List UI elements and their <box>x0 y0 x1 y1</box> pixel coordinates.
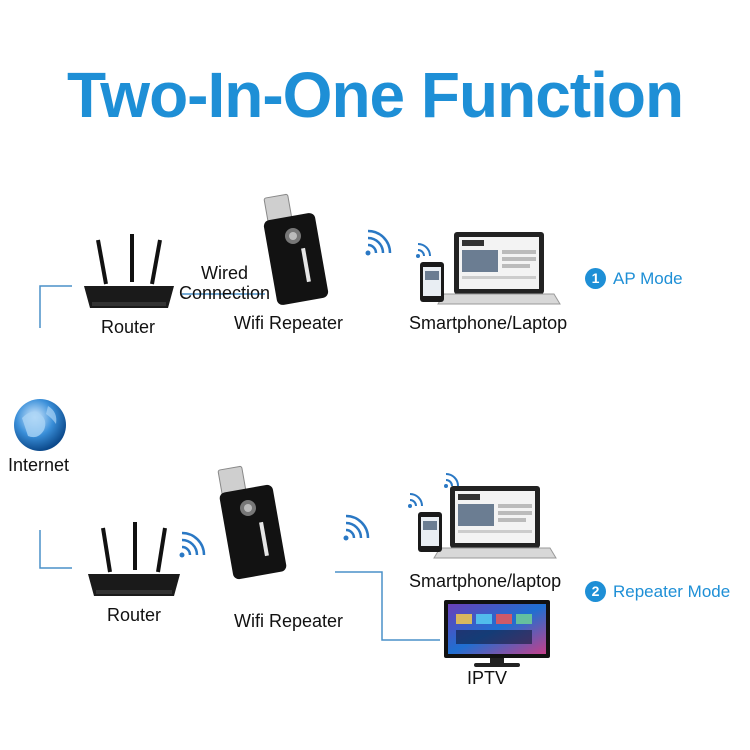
mode-number-badge-2: 2 <box>585 581 606 602</box>
smartphone-icon-bottom <box>418 512 442 552</box>
wifi-signal-icon-bottom-repeater <box>343 514 370 541</box>
repeater-mode-label: 2 Repeater Mode <box>585 581 730 602</box>
globe-icon <box>14 399 66 451</box>
wifi-signal-icon-top-phone <box>416 243 431 258</box>
router-label-bottom: Router <box>107 605 162 625</box>
wired-connection-label-line2: Connection <box>179 283 271 303</box>
tv-icon <box>444 600 550 667</box>
page-title: Two-In-One Function <box>66 59 684 131</box>
usb-repeater-icon-bottom <box>217 465 287 580</box>
bottom-left-bracket <box>39 530 72 569</box>
repeater-to-tv-line <box>335 571 440 641</box>
router-icon-top <box>84 234 174 308</box>
devices-label-bottom: Smartphone/laptop <box>409 571 562 591</box>
repeater-label-top: Wifi Repeater <box>234 313 344 333</box>
router-icon-bottom <box>88 522 180 596</box>
smartphone-icon-top <box>420 262 444 302</box>
repeater-label-bottom: Wifi Repeater <box>234 611 344 631</box>
wired-connection-label-line1: Wired <box>201 263 249 283</box>
wifi-signal-icon-top-repeater <box>365 229 392 256</box>
wifi-signal-icon-bottom-router <box>179 531 206 558</box>
mode-number-badge-1: 1 <box>585 268 606 289</box>
iptv-label: IPTV <box>467 668 508 688</box>
connector-lines <box>39 285 440 641</box>
laptop-icon-bottom <box>433 486 557 559</box>
usb-repeater-icon-top <box>263 193 329 305</box>
internet-label: Internet <box>8 455 70 475</box>
wifi-signal-icon-bottom-phone <box>408 493 423 508</box>
router-label-top: Router <box>101 317 156 337</box>
devices-label-top: Smartphone/Laptop <box>409 313 568 333</box>
wifi-signal-icon-bottom-laptop <box>444 473 459 488</box>
repeater-mode-text: Repeater Mode <box>613 581 731 601</box>
top-left-bracket <box>39 285 72 328</box>
ap-mode-text: AP Mode <box>613 268 683 288</box>
ap-mode-label: 1 AP Mode <box>585 268 683 289</box>
laptop-icon-top <box>437 232 561 305</box>
